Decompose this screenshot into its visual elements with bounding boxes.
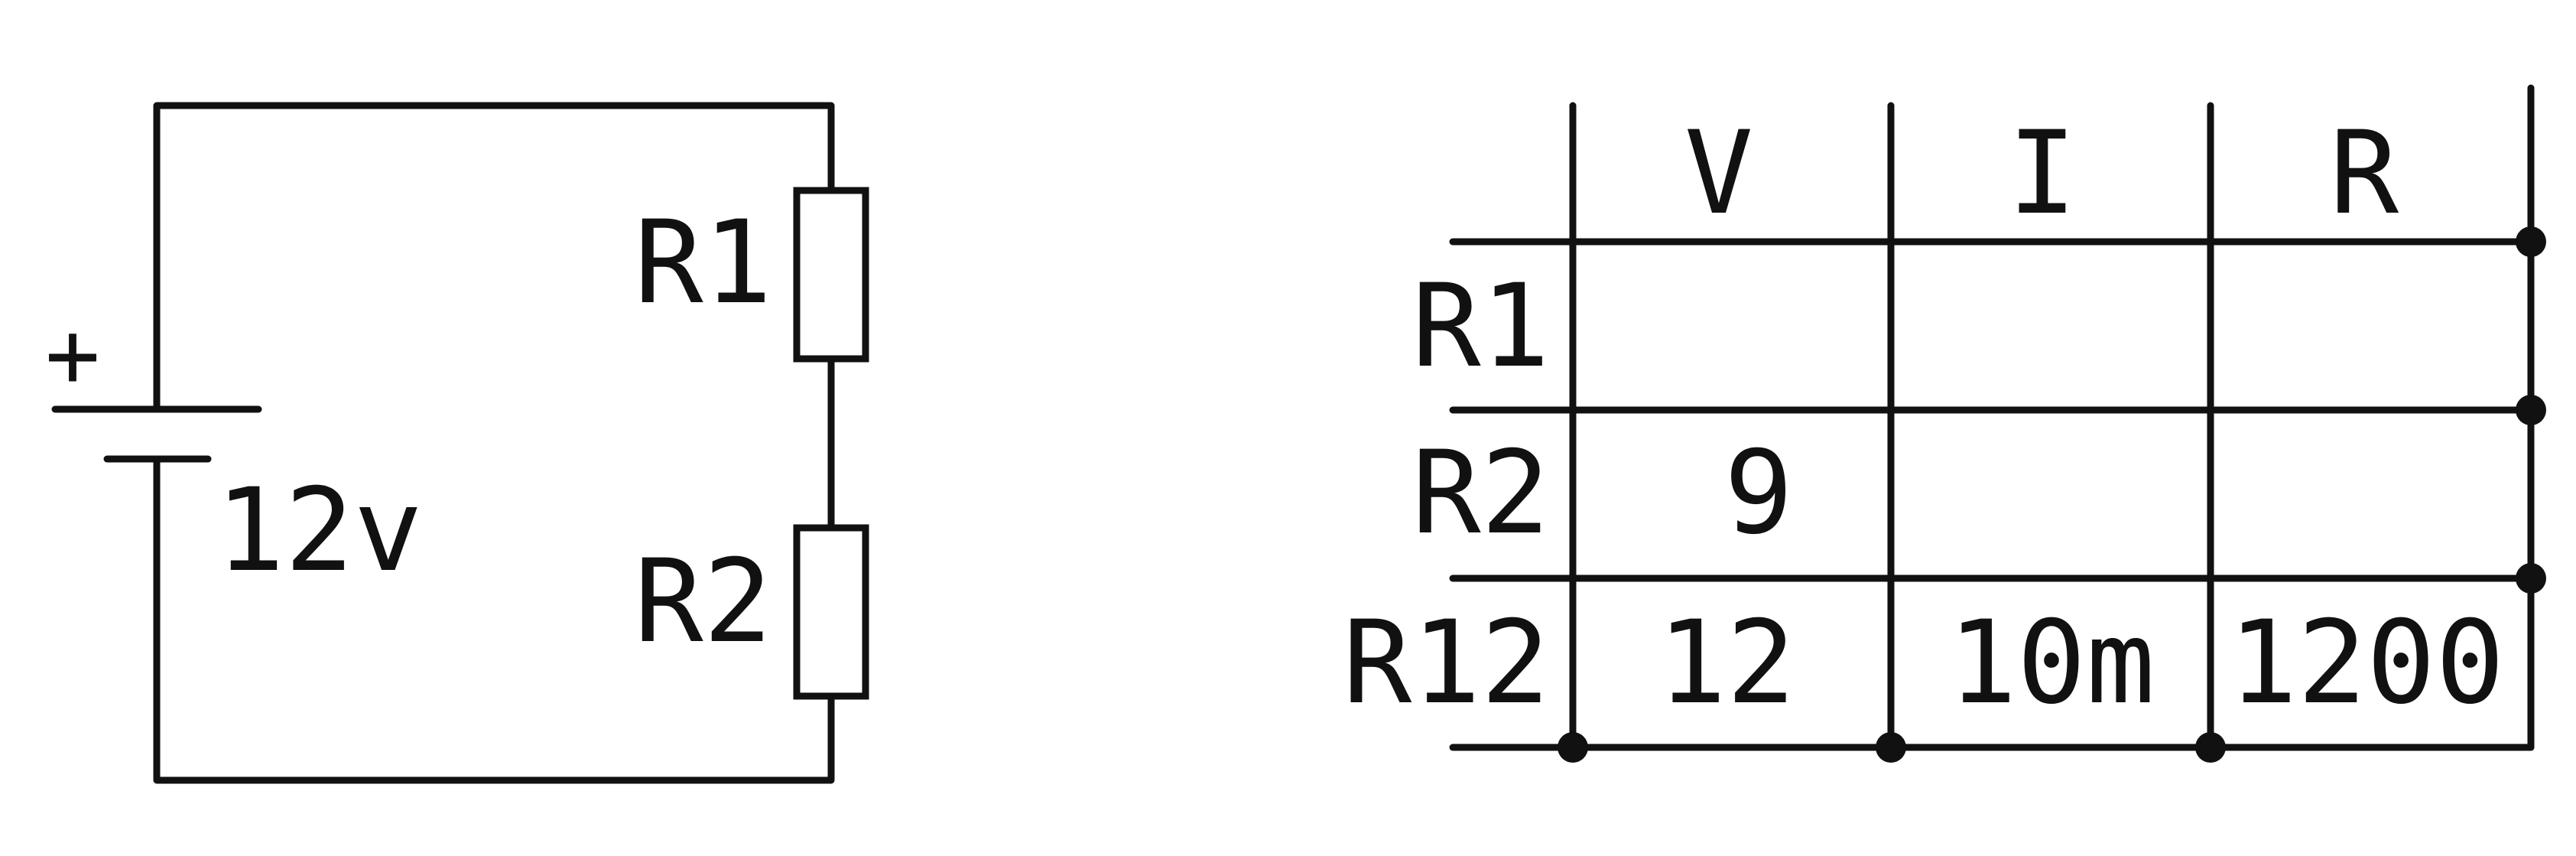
- wire-battery-top: [153, 102, 835, 412]
- table-row-label-r12: R12: [1343, 597, 1550, 730]
- table-header-voltage: V: [1684, 107, 1753, 240]
- table-junction-dot: [1876, 732, 1906, 763]
- resistor-r2-label: R2: [634, 535, 772, 669]
- series-circuit: + 12v R1 R2: [45, 102, 869, 784]
- battery-voltage-label: 12v: [216, 464, 423, 597]
- table-row-label-r1: R1: [1411, 260, 1550, 393]
- table-cell-r12-resistance: 1200: [2228, 597, 2504, 730]
- table-cell-r12-current: 10m: [1948, 597, 2155, 730]
- vir-table: V I R R1 R2 R12 9 12 10m 1200: [1343, 84, 2546, 763]
- table-header-resistance: R: [2330, 107, 2399, 240]
- wire-battery-bottom: [153, 457, 835, 784]
- resistor-r1: [793, 187, 869, 363]
- table-cell-r12-voltage: 12: [1658, 597, 1796, 730]
- table-junction-dot: [2516, 226, 2546, 257]
- table-row-label-r2: R2: [1411, 427, 1550, 560]
- resistor-r1-label: R1: [634, 197, 772, 330]
- table-junction-dot: [1558, 732, 1588, 763]
- battery-symbol: [51, 405, 262, 463]
- resistor-r2: [793, 524, 869, 700]
- table-junction-dot: [2516, 395, 2546, 425]
- table-junction-dot: [2516, 563, 2546, 594]
- table-header-current: I: [2008, 107, 2077, 240]
- table-junction-dot: [2195, 732, 2226, 763]
- battery-positive-sign: +: [45, 302, 100, 408]
- table-cell-r2-voltage: 9: [1724, 427, 1793, 560]
